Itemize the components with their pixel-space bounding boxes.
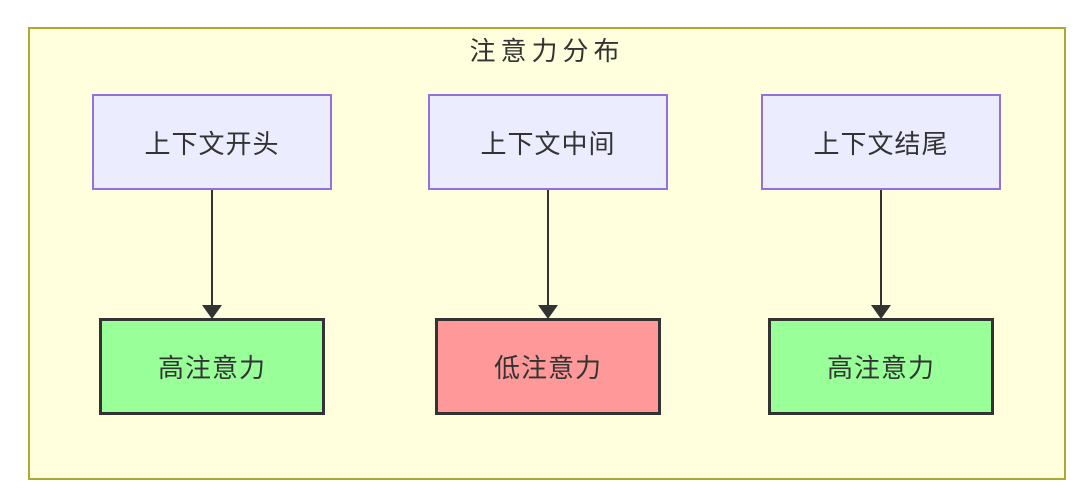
node-label: 低注意力 — [493, 354, 602, 384]
node-label: 高注意力 — [157, 354, 266, 384]
edge-line-2 — [547, 190, 549, 306]
node-label: 高注意力 — [826, 354, 935, 384]
node-low-attention: 低注意力 — [435, 318, 661, 415]
node-high-attention-1: 高注意力 — [99, 318, 325, 415]
edge-line-1 — [211, 190, 213, 306]
arrowhead-icon — [202, 305, 222, 319]
arrowhead-icon — [871, 305, 891, 319]
edge-line-3 — [880, 190, 882, 306]
node-context-beginning: 上下文开头 — [92, 94, 332, 190]
node-label: 上下文开头 — [144, 129, 280, 160]
node-context-end: 上下文结尾 — [761, 94, 1001, 190]
node-context-middle: 上下文中间 — [428, 94, 668, 190]
arrowhead-icon — [538, 305, 558, 319]
node-label: 上下文结尾 — [813, 129, 949, 160]
node-high-attention-2: 高注意力 — [768, 318, 994, 415]
node-label: 上下文中间 — [480, 129, 616, 160]
diagram-title: 注意力分布 — [469, 37, 625, 67]
